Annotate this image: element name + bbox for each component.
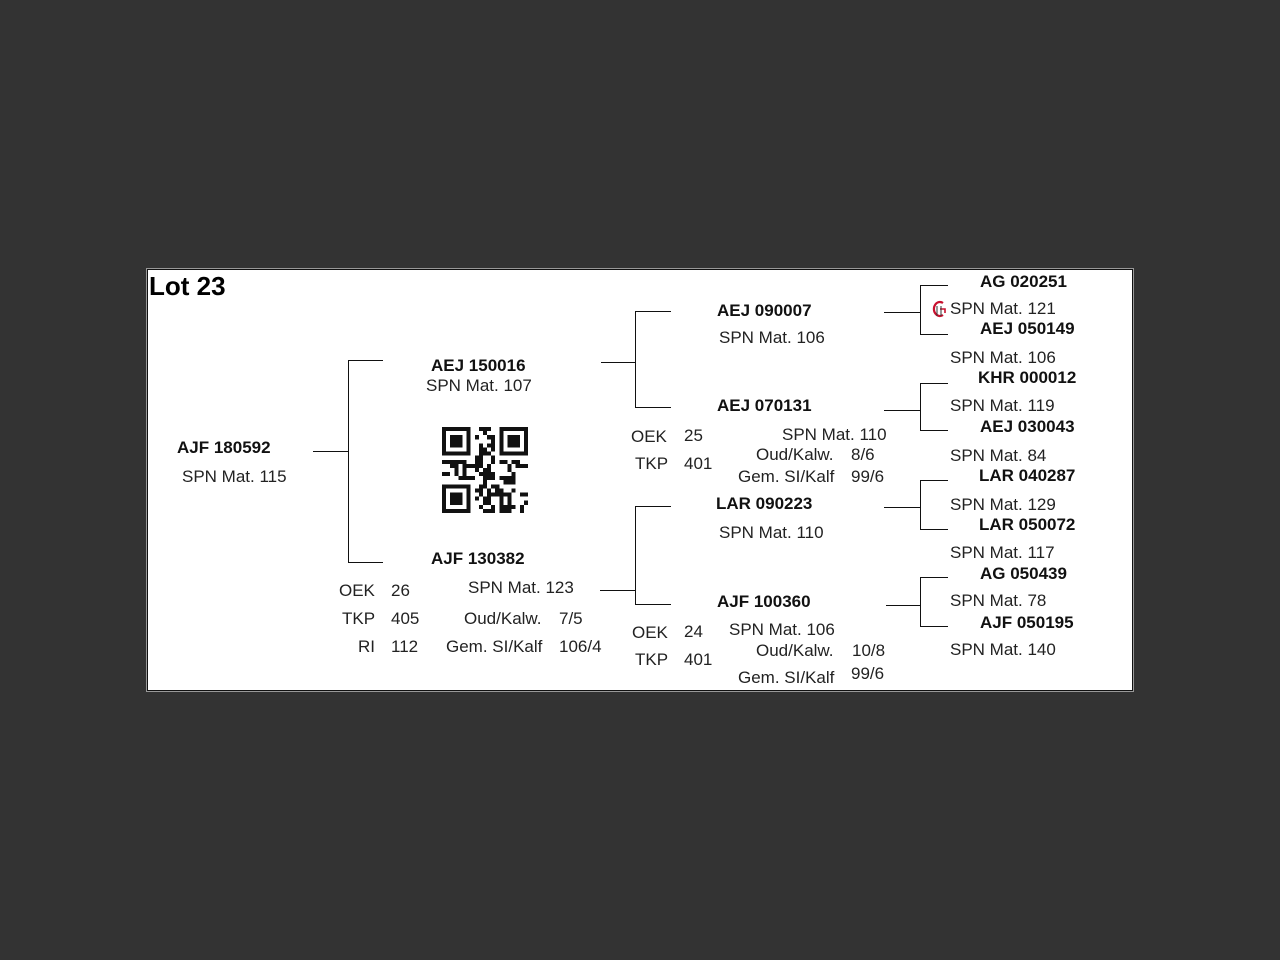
- ancestor-spn: SPN Mat. 121: [950, 299, 1056, 318]
- subject-id: AJF 180592: [177, 438, 271, 457]
- ancestor-id: AJF 050195: [980, 613, 1074, 632]
- connector-line: [920, 334, 948, 335]
- sire-dam-extra-label: Oud/Kalw.: [756, 445, 834, 464]
- connector-line: [348, 360, 383, 361]
- connector-line: [313, 451, 348, 452]
- connector-line: [884, 410, 920, 411]
- sire-dam-stat-label: OEK: [631, 427, 667, 446]
- ancestor-id: AG 050439: [980, 564, 1067, 583]
- sire-sire-spn: SPN Mat. 106: [719, 328, 825, 347]
- connector-line: [601, 362, 635, 363]
- ancestor-id: AEJ 030043: [980, 417, 1075, 436]
- dam-dam-extra-label: Oud/Kalw.: [756, 641, 834, 660]
- ancestor-spn: SPN Mat. 129: [950, 495, 1056, 514]
- ancestor-spn: SPN Mat. 117: [950, 543, 1055, 562]
- sire-id: AEJ 150016: [431, 356, 526, 375]
- dam-spn: SPN Mat. 123: [468, 578, 574, 597]
- pedigree-card: Lot 23 AJF 180592 SPN Mat. 115 AEJ 15001…: [146, 268, 1134, 692]
- connector-line: [920, 480, 921, 530]
- dam-sire-id: LAR 090223: [716, 494, 813, 513]
- dam-stat-label: TKP: [342, 609, 376, 628]
- dam-dam-stat-value: 24: [684, 622, 703, 641]
- dam-dam-id: AJF 100360: [717, 592, 811, 611]
- connector-line: [920, 577, 921, 627]
- sire-dam-spn: SPN Mat. 110: [782, 425, 887, 444]
- lot-title: Lot 23: [149, 271, 226, 301]
- dam-stat-value: 112: [391, 637, 419, 656]
- connector-line: [635, 506, 636, 605]
- dam-dam-stat-label: OEK: [632, 623, 668, 642]
- subject-spn: SPN Mat. 115: [182, 467, 287, 486]
- sire-dam-stat-label: TKP: [635, 454, 669, 473]
- connector-line: [600, 590, 635, 591]
- connector-line: [920, 383, 948, 384]
- ancestor-spn: SPN Mat. 78: [950, 591, 1047, 610]
- connector-line: [635, 407, 671, 408]
- sire-dam-extra-label: Gem. SI/Kalf: [738, 467, 835, 486]
- dam-extra-label: Gem. SI/Kalf: [446, 637, 543, 656]
- ancestor-spn: SPN Mat. 140: [950, 640, 1056, 659]
- ancestor-id: AG 020251: [980, 272, 1067, 291]
- dam-stat-label: RI: [358, 637, 375, 656]
- ancestor-id: LAR 050072: [979, 515, 1076, 534]
- ancestor-id: LAR 040287: [979, 466, 1076, 485]
- sire-dam-extra-value: 8/6: [851, 445, 875, 464]
- sire-dam-stat-value: 25: [684, 426, 703, 445]
- dam-sire-spn: SPN Mat. 110: [719, 523, 824, 542]
- connector-line: [348, 360, 349, 563]
- ancestor-spn: SPN Mat. 119: [950, 396, 1055, 415]
- ancestor-id: KHR 000012: [978, 368, 1077, 387]
- breeder-logo-icon: [932, 300, 946, 318]
- dam-stat-value: 405: [391, 609, 420, 628]
- connector-line: [920, 626, 948, 627]
- dam-extra-value: 7/5: [559, 609, 583, 628]
- dam-extra-label: Oud/Kalw.: [464, 609, 542, 628]
- connector-line: [348, 562, 383, 563]
- dam-id: AJF 130382: [431, 549, 525, 568]
- connector-line: [920, 285, 948, 286]
- connector-line: [635, 604, 671, 605]
- ancestor-spn: SPN Mat. 84: [950, 446, 1047, 465]
- qr-code-icon: [442, 427, 528, 513]
- sire-dam-stat-value: 401: [684, 454, 713, 473]
- sire-dam-id: AEJ 070131: [717, 396, 812, 415]
- connector-line: [920, 577, 948, 578]
- connector-line: [635, 311, 671, 312]
- connector-line: [635, 311, 636, 408]
- dam-dam-stat-value: 401: [684, 650, 713, 669]
- connector-line: [920, 480, 948, 481]
- sire-sire-id: AEJ 090007: [717, 301, 812, 320]
- connector-line: [884, 312, 920, 313]
- dam-stat-label: OEK: [339, 581, 375, 600]
- ancestor-spn: SPN Mat. 106: [950, 348, 1056, 367]
- dam-dam-stat-label: TKP: [635, 650, 669, 669]
- dam-dam-extra-label: Gem. SI/Kalf: [738, 668, 835, 687]
- ancestor-id: AEJ 050149: [980, 319, 1075, 338]
- sire-dam-extra-value: 99/6: [851, 467, 885, 486]
- dam-dam-spn: SPN Mat. 106: [729, 620, 835, 639]
- connector-line: [884, 507, 920, 508]
- sire-spn: SPN Mat. 107: [426, 376, 532, 395]
- connector-line: [920, 529, 948, 530]
- connector-line: [920, 383, 921, 431]
- dam-dam-extra-value: 99/6: [851, 664, 885, 683]
- connector-line: [635, 506, 671, 507]
- connector-line: [920, 285, 921, 335]
- dam-dam-extra-value: 10/8: [852, 641, 886, 660]
- connector-line: [886, 605, 920, 606]
- dam-extra-value: 106/4: [559, 637, 602, 656]
- dam-stat-value: 26: [391, 581, 410, 600]
- connector-line: [920, 430, 948, 431]
